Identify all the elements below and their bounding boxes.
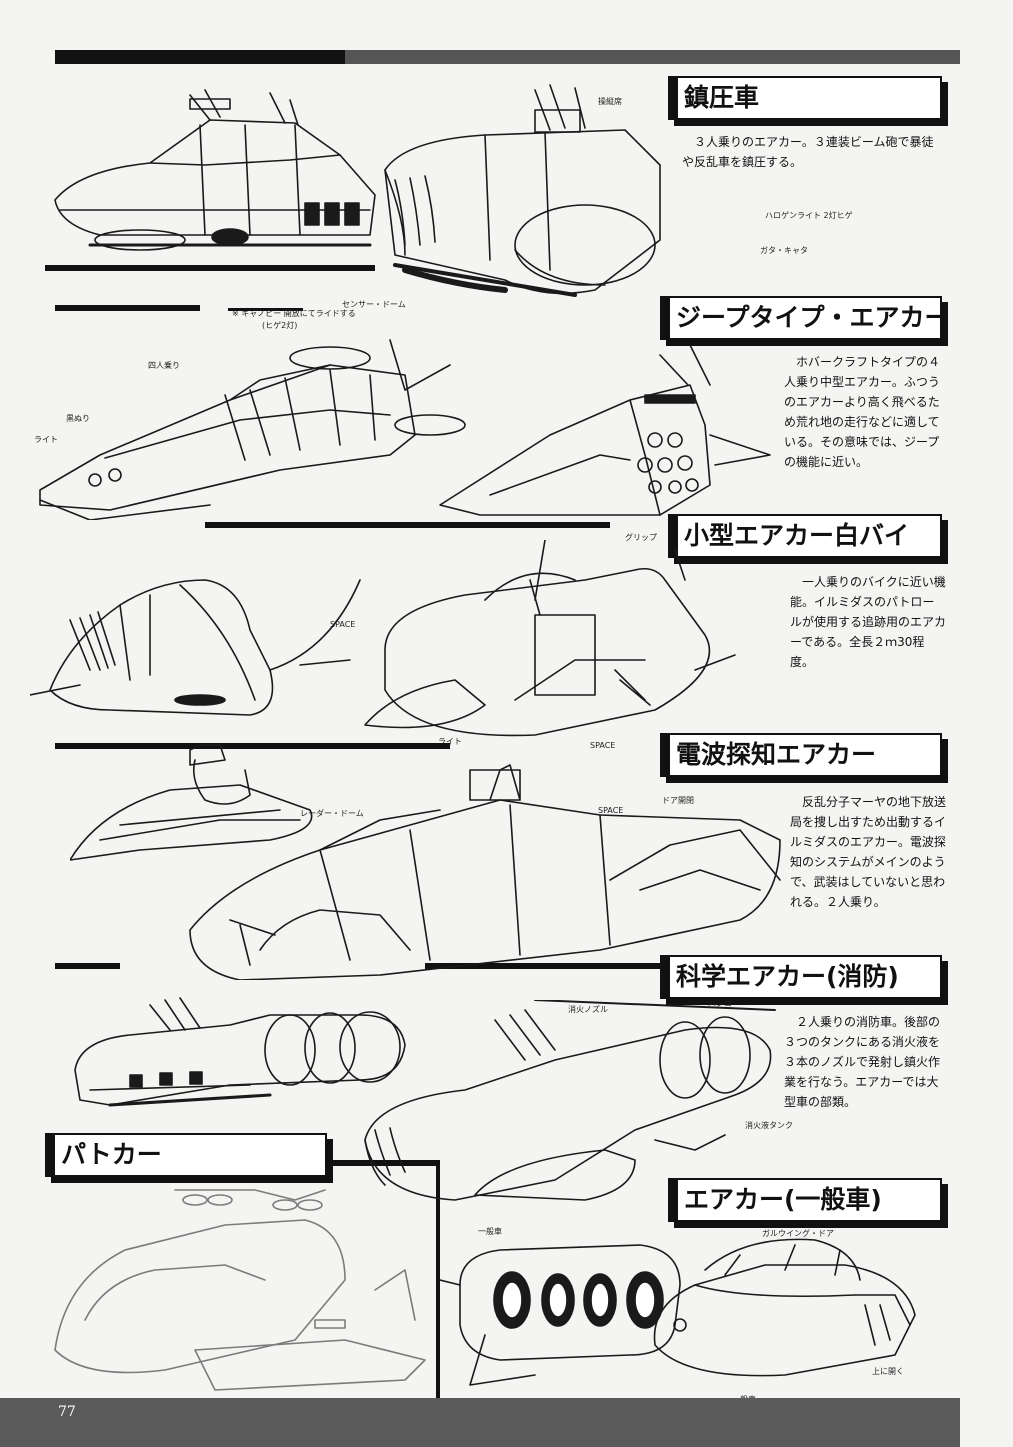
- note-nozzle: 消火ノズル: [568, 1005, 608, 1014]
- section-rule: [228, 308, 303, 311]
- note-four-seater: 四人乗り: [148, 361, 180, 370]
- illustration-general-aircar-rear: [645, 1225, 925, 1385]
- top-rule: [55, 50, 345, 64]
- note-light-bike: ライト: [438, 737, 462, 746]
- note-light: ライト: [34, 435, 58, 444]
- note-general-car: 一般車: [478, 1227, 502, 1236]
- illustration-general-aircar-front: [440, 1225, 685, 1390]
- note-tank: 消火液タンク: [745, 1121, 793, 1130]
- desc-fire-aircar: ２人乗りの消防車。後部の３つのタンクにある消火液を３本のノズルで発射し鎮火作業を…: [784, 1015, 941, 1109]
- note-canopy: ※ キャノピー 開放にてライドする: [232, 309, 356, 318]
- section-rule: [55, 743, 450, 749]
- note-caterpillar: ガタ・キャタ: [760, 246, 808, 255]
- illustration-jeep-aircar-front: [430, 345, 775, 520]
- illustration-patrol-car: [45, 1170, 435, 1400]
- note-space-radar: SPACE: [598, 806, 624, 815]
- top-rule-gray: [345, 50, 960, 64]
- section-rule: [55, 963, 120, 969]
- section-rule: [55, 305, 200, 311]
- illustration-fire-aircar-front: [355, 1000, 780, 1210]
- note-cockpit: 操縦席: [598, 97, 622, 106]
- note-radar-dome: レーダー・ドーム: [300, 809, 364, 818]
- heading-radar-aircar: 電波探知エアカー: [660, 733, 942, 777]
- section-rule: [205, 522, 610, 528]
- heading-fire-aircar: 科学エアカー(消防): [660, 955, 942, 999]
- note-door-open: ドア開閉: [662, 796, 694, 805]
- heading-chinatsusha: 鎮圧車: [668, 76, 942, 120]
- note-ladder: ハシゴ: [708, 999, 732, 1008]
- desc-white-bike: 一人乗りのバイクに近い機能。イルミダスのパトロールが使用する追跡用のエアカーであ…: [790, 575, 947, 669]
- note-opens-up: 上に開く: [872, 1367, 904, 1376]
- note-black-paint: 黒ぬり: [66, 414, 90, 423]
- illustration-white-bike-left: [30, 570, 370, 720]
- section-rule: [45, 265, 375, 271]
- page-number: 77: [58, 1404, 76, 1420]
- heading-white-bike: 小型エアカー白バイ: [668, 514, 942, 558]
- heading-patrol-car: パトカー: [45, 1133, 327, 1177]
- illustration-jeep-aircar-side: [30, 320, 470, 520]
- illustration-chinatsusha-side: [40, 85, 385, 265]
- illustration-radar-aircar-left: [70, 730, 325, 870]
- heading-general-aircar: エアカー(一般車): [668, 1178, 942, 1222]
- heading-jeep-aircar: ジープタイプ・エアカー: [660, 296, 950, 340]
- note-halogen-light: ハロゲンライト 2灯ヒゲ: [765, 211, 853, 220]
- note-grip: グリップ: [625, 533, 657, 542]
- divider-vertical: [436, 1160, 440, 1400]
- note-gullwing-door: ガルウイング・ドア: [762, 1229, 834, 1238]
- illustration-fire-aircar-side: [70, 990, 410, 1120]
- illustration-chinatsusha-front: [375, 70, 670, 305]
- desc-jeep-aircar: ホバークラフトタイプの４人乗り中型エアカー。ふつうのエアカーより高く飛べるため荒…: [784, 355, 941, 469]
- note-space: SPACE: [330, 620, 356, 629]
- illustration-white-bike-front: [355, 540, 740, 745]
- note-two-lights: (ヒゲ2灯): [262, 321, 298, 330]
- section-rule: [425, 963, 665, 969]
- note-sensor-dome: センサー・ドーム: [342, 300, 406, 309]
- desc-radar-aircar: 反乱分子マーヤの地下放送局を捜し出すため出動するイルミダスのエアカー。電波探知の…: [790, 795, 947, 909]
- illustration-radar-aircar-right: [180, 760, 795, 980]
- desc-chinatsusha: ３人乗りのエアカー。３連装ビーム砲で暴徒や反乱車を鎮圧する。: [682, 135, 934, 169]
- footer-bar: [0, 1398, 960, 1447]
- note-space-bike: SPACE: [590, 741, 616, 750]
